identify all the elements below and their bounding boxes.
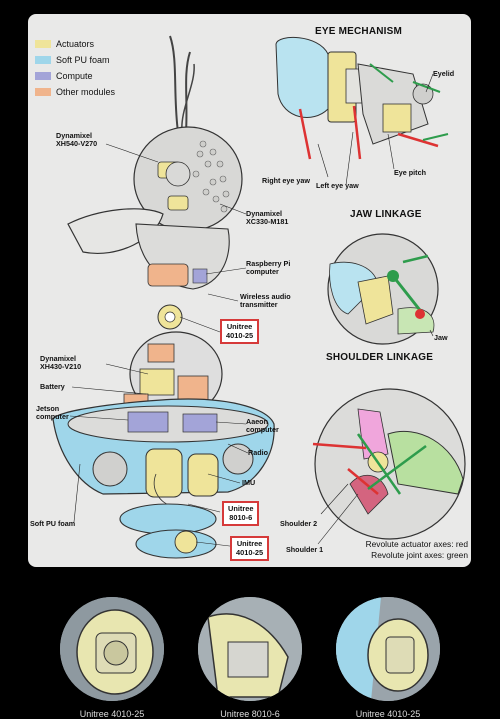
legend-item-actuators: Actuators <box>35 38 94 50</box>
photo-motor-2 <box>198 597 302 701</box>
label-radio: Radio <box>248 448 268 457</box>
label-wireless-audio: Wireless audio transmitter <box>240 292 291 310</box>
label-aaeon: Aaeon computer <box>246 417 279 435</box>
jaw-linkage-title: JAW LINKAGE <box>350 209 422 220</box>
legend-label: Compute <box>56 71 93 81</box>
label-battery: Battery <box>40 382 65 391</box>
motor-callout-foot: Unitree 4010-25 <box>230 536 270 562</box>
motor-callout-hip: Unitree 8010-6 <box>222 501 260 527</box>
label-jaw: Jaw <box>434 333 448 342</box>
label-shoulder-2: Shoulder 2 <box>280 519 318 528</box>
label-imu: IMU <box>242 478 256 487</box>
label-dynamixel-xc330: Dynamixel XC330-M181 <box>246 209 289 227</box>
photo-motor-3 <box>336 597 440 701</box>
shoulder-linkage-title: SHOULDER LINKAGE <box>326 352 434 363</box>
label-eye-pitch: Eye pitch <box>394 168 426 177</box>
label-left-eye-yaw: Left eye yaw <box>316 181 359 190</box>
label-soft-pu-foam: Soft PU foam <box>30 519 76 528</box>
robot-diagram-panel: Actuators Soft PU foam Compute Other mod… <box>28 14 471 567</box>
robot-illustration <box>52 35 466 559</box>
label-eyelid: Eyelid <box>433 69 455 78</box>
legend-swatch <box>35 40 51 48</box>
label-right-eye-yaw: Right eye yaw <box>262 176 310 185</box>
axes-note-actuator: Revolute actuator axes: red <box>365 539 468 549</box>
legend-label: Soft PU foam <box>56 55 110 65</box>
legend-swatch <box>35 88 51 96</box>
photo-motor-1 <box>60 597 164 701</box>
label-jetson: Jetson computer <box>36 404 69 422</box>
label-dynamixel-xh430: Dynamixel XH430-V210 <box>40 354 82 372</box>
label-shoulder-1: Shoulder 1 <box>286 545 324 554</box>
caption-3: Unitree 4010-25 <box>355 709 421 719</box>
motor-callout-neck: Unitree 4010-25 <box>220 319 260 345</box>
legend-item-other: Other modules <box>35 86 115 98</box>
legend-label: Other modules <box>56 87 116 97</box>
legend-swatch <box>35 56 51 64</box>
axes-note-joint: Revolute joint axes: green <box>371 550 468 560</box>
axes-note: Revolute actuator axes: red Revolute joi… <box>328 539 468 561</box>
eye-mechanism-title: EYE MECHANISM <box>315 26 403 37</box>
legend-item-foam: Soft PU foam <box>35 54 110 66</box>
legend-swatch <box>35 72 51 80</box>
caption-2: Unitree 8010-6 <box>220 709 280 719</box>
label-dynamixel-xh540: Dynamixel XH540-V270 <box>56 131 98 149</box>
caption-1: Unitree 4010-25 <box>79 709 145 719</box>
legend-item-compute: Compute <box>35 70 93 82</box>
label-raspberry-pi: Raspberry Pi computer <box>246 259 291 277</box>
legend-label: Actuators <box>56 39 95 49</box>
